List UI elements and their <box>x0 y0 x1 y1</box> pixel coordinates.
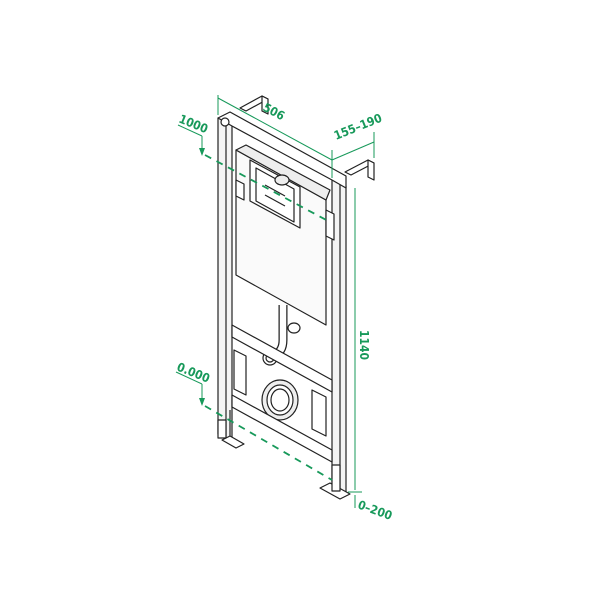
bottom-crossbar <box>231 394 333 463</box>
top-wall-bracket-left <box>239 95 269 115</box>
dimension-depth: 155–190 <box>332 111 384 143</box>
right-foot <box>319 464 351 500</box>
drain-connector <box>261 379 299 421</box>
top-wall-bracket-right <box>344 159 375 181</box>
left-post <box>217 117 233 441</box>
flush-opening <box>249 159 301 229</box>
dimension-height: 1140 <box>357 330 371 360</box>
dimension-leg-adjust: 0–200 <box>356 498 394 523</box>
top-crossbar <box>217 111 347 189</box>
dimension-level-floor: 0.000 <box>175 360 212 386</box>
left-foot <box>217 410 245 449</box>
middle-crossbar <box>231 324 333 393</box>
dimension-width: 506 <box>261 100 287 123</box>
